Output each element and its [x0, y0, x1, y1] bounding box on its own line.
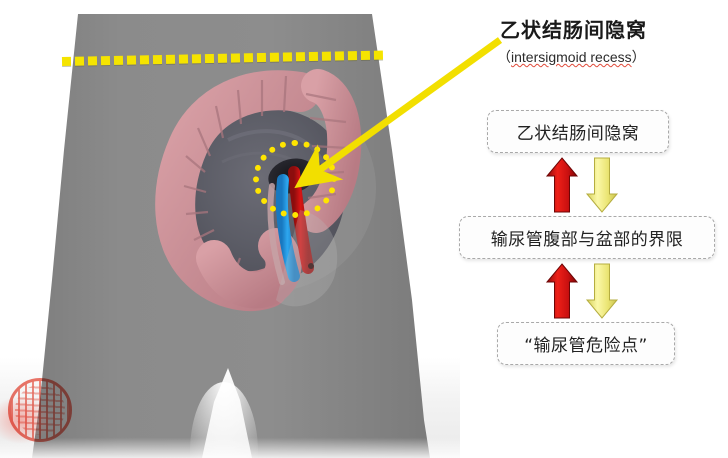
- arrow-pair-upper: [545, 157, 619, 213]
- red-up-arrow: [545, 157, 579, 213]
- yellow-down-arrow: [585, 263, 619, 319]
- english-term: intersigmoid recess: [511, 49, 632, 65]
- yellow-down-arrow: [585, 157, 619, 213]
- paren-open: （: [497, 49, 511, 65]
- intersigmoid-recess-highlight-circle: [253, 140, 337, 218]
- red-up-arrow: [545, 263, 579, 319]
- flow-box-ureter-danger-point[interactable]: “输尿管危险点”: [497, 322, 675, 365]
- figure-title-chinese: 乙状结肠间隐窝: [500, 18, 647, 42]
- figure-title-english: （intersigmoid recess）: [497, 47, 646, 67]
- torso-silhouette: [0, 14, 460, 458]
- arrow-pair-lower: [545, 263, 619, 319]
- red-seal-watermark: [8, 378, 72, 442]
- flow-box-intersigmoid-recess[interactable]: 乙状结肠间隐窝: [487, 110, 669, 153]
- anatomical-illustration: [0, 0, 460, 458]
- flow-box-ureter-boundary[interactable]: 输尿管腹部与盆部的界限: [459, 216, 715, 259]
- paren-close: ）: [631, 49, 646, 65]
